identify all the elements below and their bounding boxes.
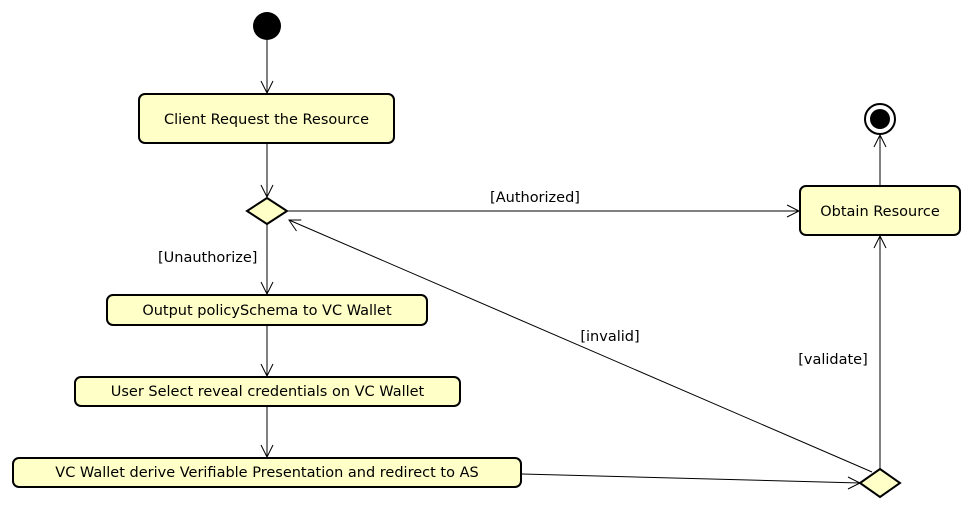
edge-derive-to-decision2 [521,473,862,490]
edge-select-to-derive [260,406,274,459]
guard-validate: [validate] [798,352,868,368]
edge-obtain-to-final [873,133,887,185]
action-vc-wallet-derive: VC Wallet derive Verifiable Presentation… [12,457,522,488]
guard-invalid: [invalid] [580,329,639,345]
action-client-request-label: Client Request the Resource [164,112,369,128]
guard-authorized: [Authorized] [490,190,580,206]
edge-invalid [288,219,873,473]
action-output-policy: Output policySchema to VC Wallet [106,294,428,326]
edge-output-to-select [260,325,274,378]
initial-node [253,12,281,40]
edge-validate [873,234,887,469]
edge-unauthorize [260,224,274,296]
action-output-policy-label: Output policySchema to VC Wallet [142,303,392,319]
action-obtain-resource: Obtain Resource [799,185,961,236]
action-vc-wallet-derive-label: VC Wallet derive Verifiable Presentation… [55,465,478,481]
action-obtain-resource-label: Obtain Resource [820,204,940,220]
edge-request-to-decision [260,143,274,199]
action-user-select-label: User Select reveal credentials on VC Wal… [111,384,425,400]
action-client-request: Client Request the Resource [138,93,395,144]
guard-unauthorize: [Unauthorize] [158,250,257,266]
edge-initial-to-request [260,40,274,95]
edge-authorized [287,204,801,218]
decision-authorization [245,196,289,226]
decision-validation [858,467,902,499]
final-node [864,103,896,135]
action-user-select: User Select reveal credentials on VC Wal… [74,376,461,407]
